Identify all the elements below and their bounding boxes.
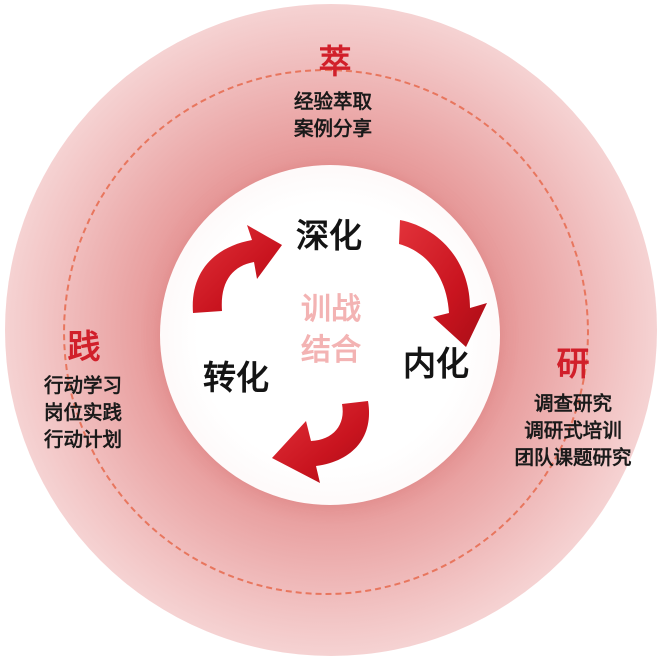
dashed-orbit-ring (63, 69, 589, 595)
curved-arrow-icon (192, 225, 282, 313)
cycle-label-internalize: 内化 (403, 344, 469, 383)
curved-arrow-icon (399, 220, 487, 347)
arrow-right (399, 220, 487, 347)
stage-item-research-3: 团队课题研究 (514, 446, 632, 469)
arrow-bottom (272, 401, 370, 483)
stage-item-extract-1: 经验萃取 (293, 90, 372, 113)
stage-title-practice: 践 (67, 327, 101, 366)
arrow-left-top (192, 225, 282, 313)
stage-item-research-2: 调研式培训 (524, 419, 622, 442)
stage-title-extract: 萃 (318, 42, 352, 81)
cycle-label-transform: 转化 (203, 358, 269, 397)
stage-item-practice-2: 岗位实践 (43, 401, 122, 424)
stage-item-practice-3: 行动计划 (43, 428, 122, 451)
center-label-line1: 训战 (301, 292, 361, 327)
curved-arrow-icon (272, 401, 370, 483)
stage-item-research-1: 调查研究 (533, 392, 612, 415)
center-label-line2: 结合 (301, 333, 361, 368)
cycle-label-deepen: 深化 (296, 216, 362, 255)
stage-title-research: 研 (556, 344, 590, 383)
stage-item-extract-2: 案例分享 (293, 117, 372, 140)
stage-item-practice-1: 行动学习 (43, 374, 122, 397)
